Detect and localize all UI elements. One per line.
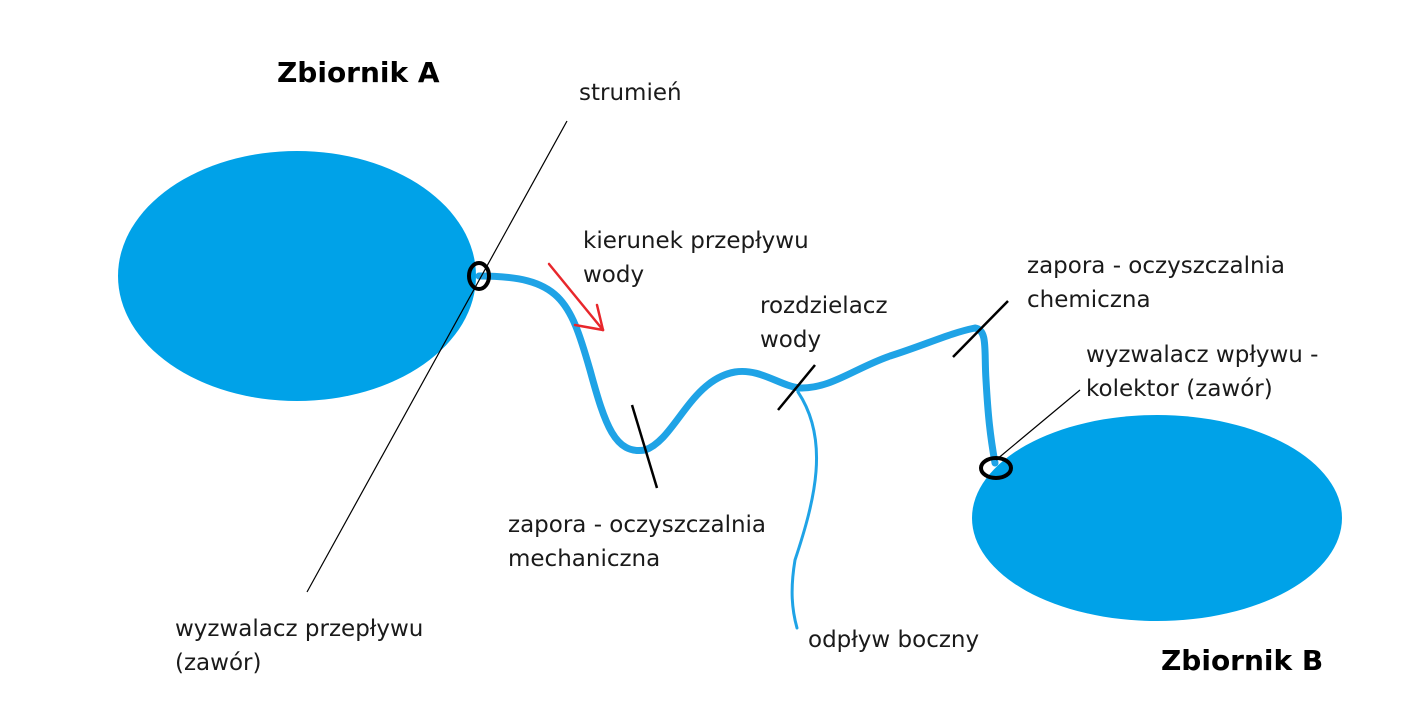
chemical-dam-marker (952, 300, 1009, 358)
stream-pointer-line (306, 120, 568, 593)
flow-direction-arrow (547, 262, 605, 332)
water-splitter-marker (777, 364, 816, 411)
main-stream (475, 272, 999, 467)
outflow-trigger-line-2: (zawór) (175, 650, 262, 676)
water-splitter-label: rozdzielacz wody (760, 289, 888, 357)
water-splitter-line-2: wody (760, 327, 822, 353)
outflow-trigger-label: wyzwalacz przepływu (zawór) (175, 612, 423, 680)
mechanical-dam-line-2: mechaniczna (508, 546, 661, 572)
chemical-dam-line-1: zapora - oczyszczalnia (1027, 253, 1286, 279)
inflow-trigger-label: wyzwalacz wpływu - kolektor (zawór) (1086, 338, 1318, 406)
inflow-trigger-line-1: wyzwalacz wpływu - (1086, 342, 1319, 368)
side-outflow-label: odpływ boczny (808, 627, 980, 653)
reservoir-b (972, 415, 1342, 621)
inflow-trigger-pointer-line (995, 389, 1081, 461)
mechanical-dam-line-1: zapora - oczyszczalnia (508, 512, 767, 538)
flow-direction-line-2: wody (583, 262, 645, 288)
chemical-dam-line-2: chemiczna (1027, 287, 1151, 313)
side-outflow-stream (790, 390, 819, 630)
reservoir-a (118, 151, 476, 401)
inflow-valve (979, 456, 1013, 480)
mechanical-dam-marker (630, 404, 659, 489)
stream-label: strumień (579, 80, 682, 106)
outflow-valve (467, 261, 491, 291)
flow-direction-line-1: kierunek przepływu (583, 228, 809, 254)
chemical-dam-label: zapora - oczyszczalnia chemiczna (1027, 249, 1285, 317)
mechanical-dam-label: zapora - oczyszczalnia mechaniczna (508, 508, 766, 576)
flow-direction-label: kierunek przepływu wody (583, 224, 809, 292)
outflow-trigger-line-1: wyzwalacz przepływu (175, 616, 424, 642)
reservoir-b-title: Zbiornik B (1161, 644, 1324, 677)
inflow-trigger-line-2: kolektor (zawór) (1086, 376, 1273, 402)
reservoir-a-title: Zbiornik A (277, 56, 440, 89)
water-splitter-line-1: rozdzielacz (760, 293, 888, 319)
